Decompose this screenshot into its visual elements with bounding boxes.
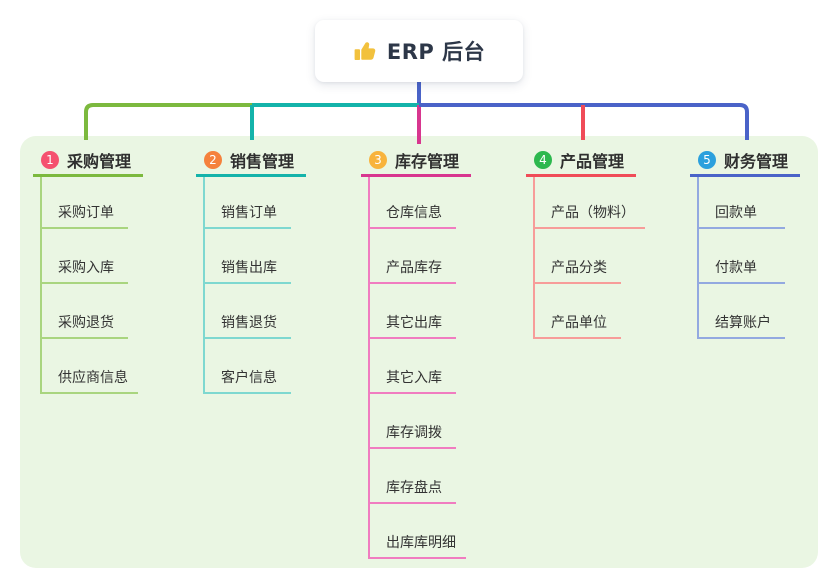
root-title: ERP 后台: [386, 40, 486, 64]
branch-title-node[interactable]: 2 销售管理: [196, 136, 306, 177]
branch-title-label: 财务管理: [724, 152, 789, 171]
branch-children: 仓库信息 产品库存 其它出库 其它入库 库存调拨 库存盘点 出库库明细: [368, 177, 466, 559]
branch-number-badge: 3: [369, 151, 387, 169]
child-node[interactable]: 仓库信息: [370, 177, 456, 229]
branch-children: 产品（物料） 产品分类 产品单位: [533, 177, 645, 339]
child-node[interactable]: 产品分类: [535, 229, 621, 284]
child-node[interactable]: 其它入库: [370, 339, 456, 394]
child-node[interactable]: 付款单: [699, 229, 785, 284]
branch-children: 回款单 付款单 结算账户: [697, 177, 785, 339]
branch-number-badge: 1: [41, 151, 59, 169]
branch-title-node[interactable]: 4 产品管理: [526, 136, 636, 177]
branch-number-badge: 2: [204, 151, 222, 169]
child-node[interactable]: 库存盘点: [370, 449, 456, 504]
branch-title-label: 产品管理: [560, 152, 625, 171]
child-node[interactable]: 销售退货: [205, 284, 291, 339]
child-node[interactable]: 销售出库: [205, 229, 291, 284]
child-node[interactable]: 产品库存: [370, 229, 456, 284]
child-node[interactable]: 其它出库: [370, 284, 456, 339]
child-node[interactable]: 出库库明细: [370, 504, 466, 559]
branch-sales: 2 销售管理 销售订单 销售出库 销售退货 客户信息: [196, 136, 306, 394]
branch-number-badge: 4: [534, 151, 552, 169]
branch1-connector: [84, 103, 252, 140]
branch2-connector: [250, 103, 419, 140]
child-node[interactable]: 结算账户: [699, 284, 785, 339]
thumbs-up-icon: [354, 42, 376, 60]
root-node[interactable]: ERP 后台: [315, 20, 523, 82]
branch-purchase: 1 采购管理 采购订单 采购入库 采购退货 供应商信息: [33, 136, 143, 394]
branch-title-label: 库存管理: [395, 152, 460, 171]
branch-product: 4 产品管理 产品（物料） 产品分类 产品单位: [526, 136, 645, 339]
child-node[interactable]: 回款单: [699, 177, 785, 229]
child-node[interactable]: 产品单位: [535, 284, 621, 339]
branch-title-node[interactable]: 1 采购管理: [33, 136, 143, 177]
branch-children: 销售订单 销售出库 销售退货 客户信息: [203, 177, 291, 394]
branch-title-node[interactable]: 3 库存管理: [361, 136, 471, 177]
branch5-connector: [419, 103, 749, 140]
branch-finance: 5 财务管理 回款单 付款单 结算账户: [690, 136, 800, 339]
branch-children: 采购订单 采购入库 采购退货 供应商信息: [40, 177, 138, 394]
branch-inventory: 3 库存管理 仓库信息 产品库存 其它出库 其它入库 库存调拨 库存盘点 出库库…: [361, 136, 471, 559]
child-node[interactable]: 客户信息: [205, 339, 291, 394]
branch-number-badge: 5: [698, 151, 716, 169]
child-node[interactable]: 采购退货: [42, 284, 128, 339]
branch-title-node[interactable]: 5 财务管理: [690, 136, 800, 177]
branch-title-label: 采购管理: [67, 152, 132, 171]
branch-title-label: 销售管理: [230, 152, 295, 171]
mindmap-panel: 1 采购管理 采购订单 采购入库 采购退货 供应商信息 2 销售管理 销售订单 …: [20, 136, 818, 568]
child-node[interactable]: 库存调拨: [370, 394, 456, 449]
child-node[interactable]: 采购入库: [42, 229, 128, 284]
child-node[interactable]: 采购订单: [42, 177, 128, 229]
child-node[interactable]: 销售订单: [205, 177, 291, 229]
child-node[interactable]: 供应商信息: [42, 339, 138, 394]
child-node[interactable]: 产品（物料）: [535, 177, 645, 229]
